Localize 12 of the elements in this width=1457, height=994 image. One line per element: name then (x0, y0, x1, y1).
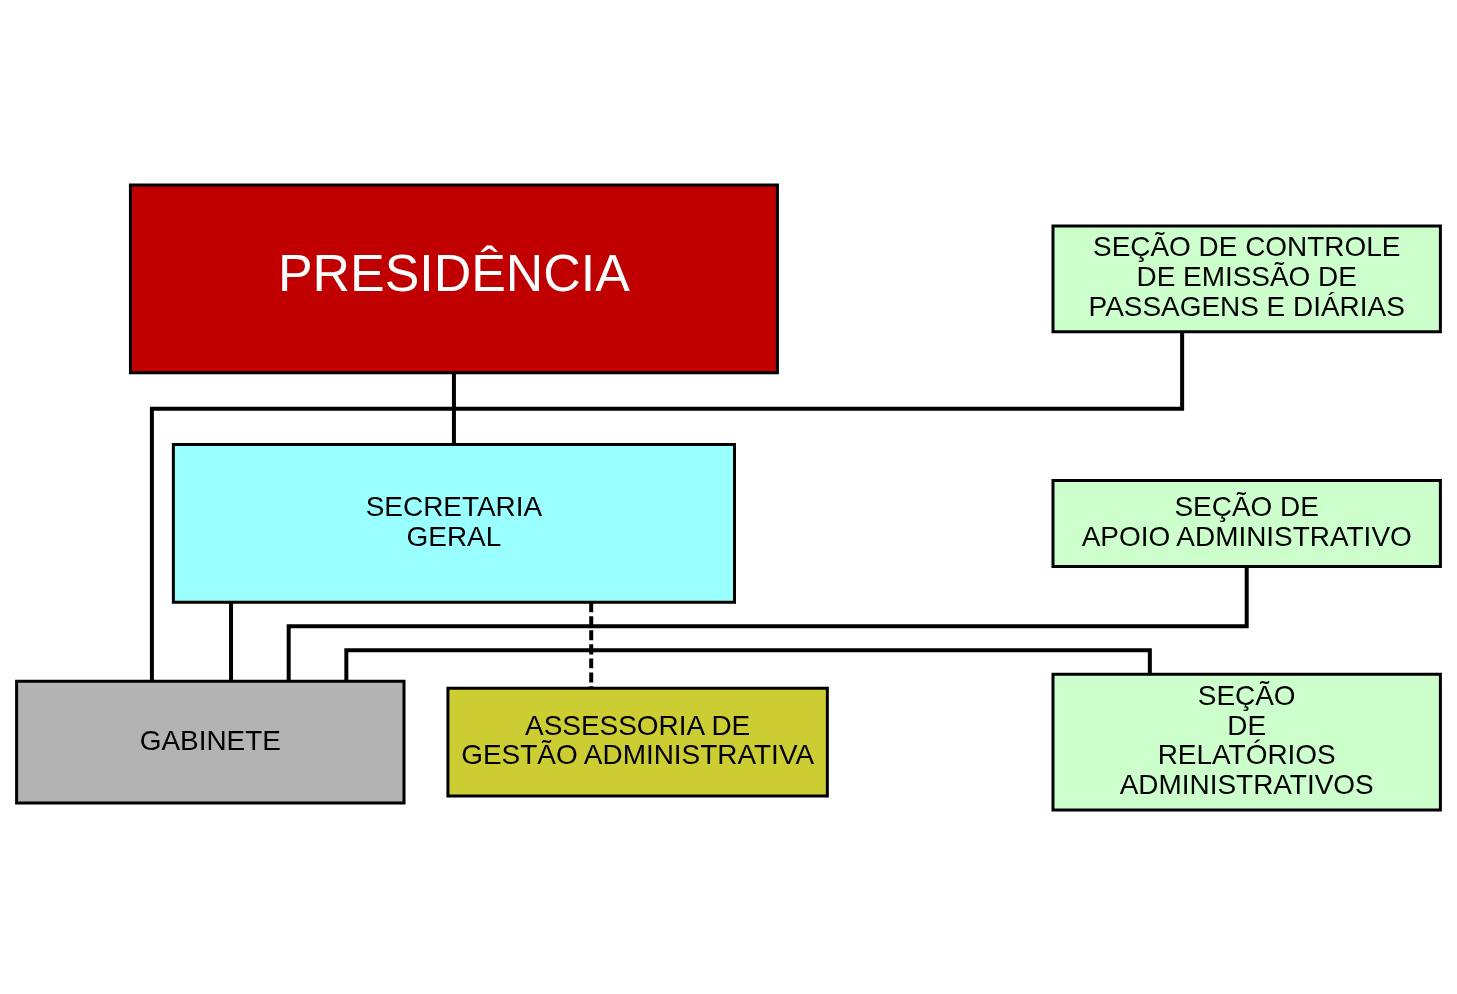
connector (286, 565, 1249, 681)
node-box: PRESIDÊNCIA (128, 183, 779, 374)
node-box: SECRETARIA GERAL (171, 442, 736, 604)
connector (149, 331, 1185, 681)
node-box: SEÇÃO DE APOIO ADMINISTRATIVO (1051, 478, 1442, 568)
connector (589, 601, 594, 688)
node-box: GABINETE (15, 679, 406, 804)
node-box: SEÇÃO DE CONTROLE DE EMISSÃO DE PASSAGENS E DIÁRIAS (1051, 223, 1442, 333)
node-box: ASSESSORIA DE GESTÃO ADMINISTRATIVA (446, 686, 829, 798)
connector (451, 372, 456, 445)
node-box: SEÇÃO DE RELATÓRIOS ADMINISTRATIVOS (1051, 672, 1442, 811)
connector (229, 601, 234, 681)
